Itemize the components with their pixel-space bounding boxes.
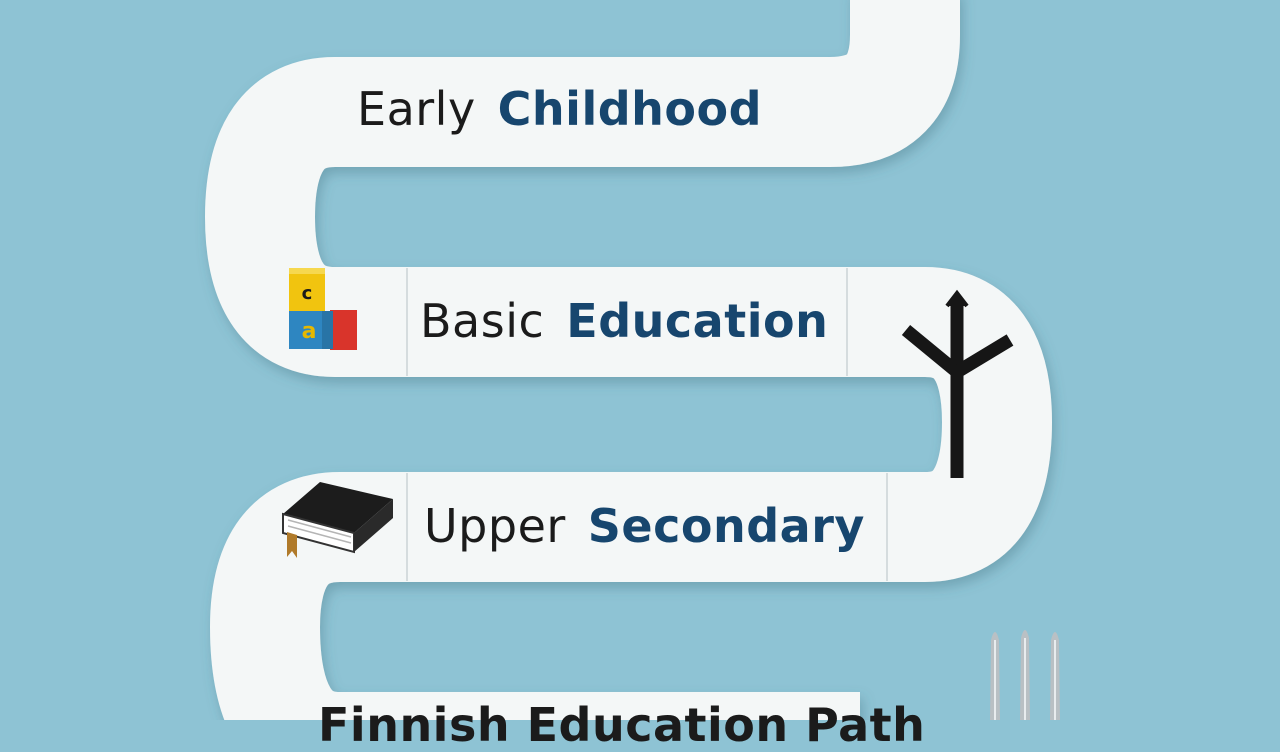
stage-word: Early bbox=[357, 82, 476, 136]
stage-label-basic-education: Basic Education bbox=[420, 294, 828, 348]
stage-word: Childhood bbox=[497, 82, 763, 136]
path-canvas: c a bbox=[205, 0, 1060, 720]
stage-word: Upper bbox=[424, 499, 566, 553]
book-icon bbox=[282, 482, 393, 558]
fork-icon bbox=[990, 630, 1060, 720]
cut-off-title: Finnish Education Path bbox=[318, 698, 926, 752]
alphabet-blocks-icon: c a bbox=[289, 268, 357, 350]
block-letter-a: a bbox=[302, 319, 317, 344]
stage-word: Basic bbox=[420, 294, 545, 348]
stage-label-upper-secondary: Upper Secondary bbox=[424, 499, 865, 553]
branching-signpost-icon bbox=[901, 289, 1014, 478]
stage-word: Education bbox=[566, 294, 829, 348]
stage-word: Secondary bbox=[587, 499, 865, 553]
stage-label-early-childhood: Early Childhood bbox=[357, 82, 762, 136]
path-seams bbox=[406, 268, 888, 581]
block-letter-c: c bbox=[302, 283, 313, 304]
